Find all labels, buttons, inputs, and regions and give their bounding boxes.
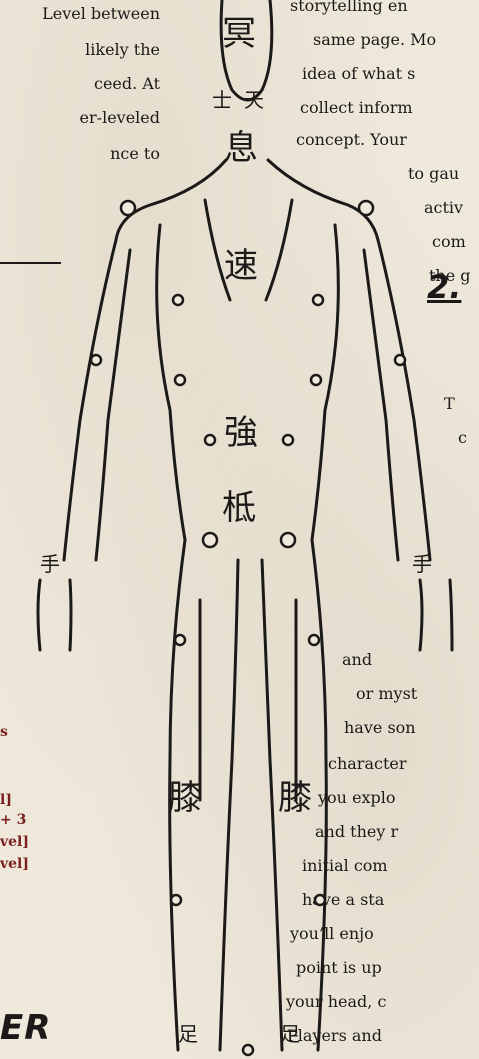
glyph-face-left: 士 — [212, 84, 232, 113]
glyph-foot-left: 足 — [178, 1018, 198, 1047]
glyph-head: 冥 — [222, 6, 256, 55]
glyph-knee-left: 膝 — [168, 770, 202, 819]
glyph-pelvis: 柢 — [222, 480, 256, 529]
glyph-neck: 息 — [224, 120, 258, 169]
glyph-knee-right: 膝 — [278, 770, 312, 819]
glyph-belly: 強 — [224, 405, 258, 454]
glyph-hand-left: 手 — [40, 548, 60, 577]
glyph-chest: 速 — [224, 238, 258, 287]
glyph-foot-right: 足 — [280, 1018, 300, 1047]
glyph-face-right: 天 — [244, 84, 264, 113]
glyph-hand-right: 手 — [412, 548, 432, 577]
